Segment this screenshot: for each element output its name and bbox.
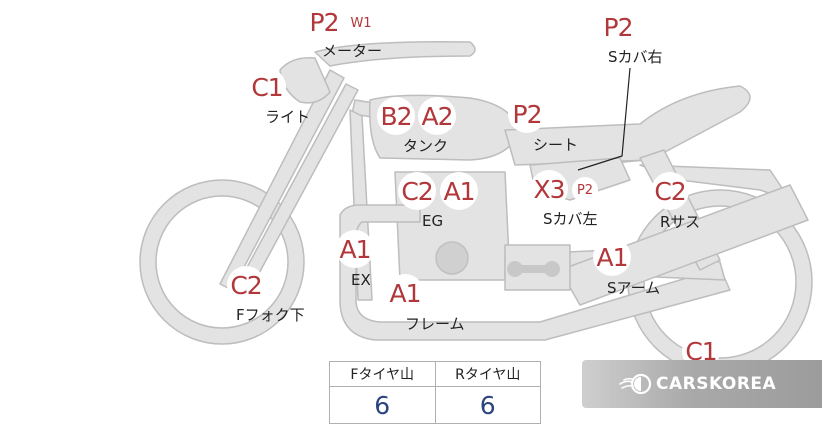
tire-tread-table: Fタイヤ山 Rタイヤ山 6 6 <box>329 361 541 424</box>
label-light: ライト <box>265 108 311 126</box>
badge-eg-c2: C2 <box>398 172 436 210</box>
badge-tank-b2: B2 <box>377 97 415 135</box>
badge-seat-p2: P2 <box>508 95 546 133</box>
badge-meter-p2: P2 <box>305 3 343 41</box>
badge-eg-a1: A1 <box>440 172 478 210</box>
label-tank: タンク <box>403 137 449 155</box>
label-scover-left: Sカバ左 <box>543 210 598 228</box>
badge-swingarm-a1: A1 <box>593 238 631 276</box>
carskorea-watermark: CARSKOREA <box>582 360 822 408</box>
badge-ffork-c2: C2 <box>227 266 265 304</box>
label-rsus: Rサス <box>660 213 701 231</box>
label-frame: フレーム <box>405 315 465 333</box>
label-swingarm: Sアーム <box>607 279 661 297</box>
badge-ex-a1: A1 <box>336 230 374 268</box>
label-seat: シート <box>533 136 579 154</box>
muffler <box>559 184 809 306</box>
tread-header-front: Fタイヤ山 <box>329 361 436 387</box>
seat <box>504 85 751 166</box>
flame-disc-icon <box>619 373 652 395</box>
badge-scover-left-x3: X3 <box>530 170 568 208</box>
handlebar <box>314 40 476 67</box>
label-ffork: Fフォク下 <box>236 306 305 324</box>
badge-meter-w1: W1 <box>348 10 374 36</box>
engine-cover <box>435 241 469 275</box>
tread-header-rear: Rタイヤ山 <box>434 361 541 387</box>
label-meter: メーター <box>322 42 383 60</box>
badge-light-c1: C1 <box>248 68 286 106</box>
tread-value-rear: 6 <box>434 386 541 424</box>
badge-frame-a1: A1 <box>386 274 424 312</box>
badge-scover-right-p2: P2 <box>599 8 637 46</box>
headlight <box>279 57 331 104</box>
leader-line <box>577 67 631 171</box>
tread-value-front: 6 <box>329 386 436 424</box>
badge-scover-left-p2: P2 <box>572 177 598 203</box>
label-eg: EG <box>422 212 444 230</box>
exhaust-pipe <box>339 204 731 341</box>
watermark-text: CARSKOREA <box>656 374 777 394</box>
badge-rsus-c2: C2 <box>651 172 689 210</box>
label-scover-right: Sカバ右 <box>608 48 663 66</box>
label-ex: EX <box>351 271 371 289</box>
badge-tank-a2: A2 <box>418 97 456 135</box>
